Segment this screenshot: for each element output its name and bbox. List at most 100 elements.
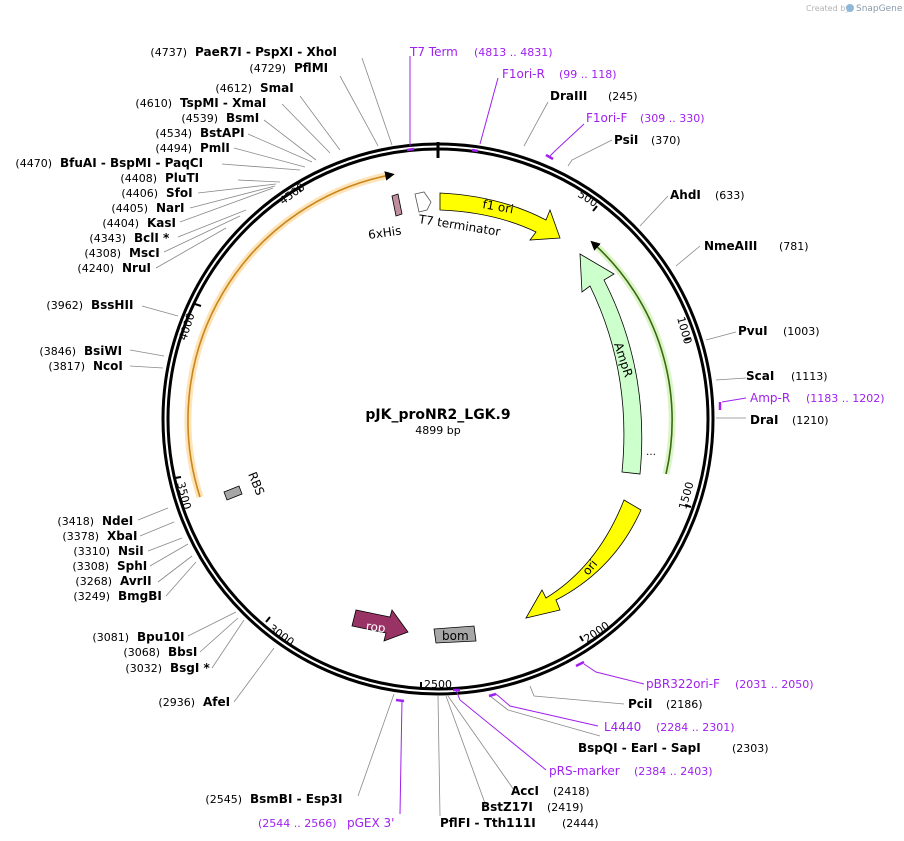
feature-rop[interactable] [351, 609, 409, 642]
enzyme-label-pluti[interactable]: PluTI [165, 171, 199, 185]
enzyme-label-smai[interactable]: SmaI [260, 81, 294, 95]
enzyme-label-bpu10i[interactable]: Bpu10I [137, 630, 184, 644]
enzyme-label-xbai[interactable]: XbaI [107, 529, 137, 543]
enzyme-label-pmli[interactable]: PmlI [200, 141, 230, 155]
feature-ampr-ellipsis: … [646, 447, 656, 458]
orf-arc-orange [187, 171, 395, 498]
tick-4500 [297, 186, 302, 193]
enzyme-label-bbsi[interactable]: BbsI [168, 645, 197, 659]
enzyme-label-avrii[interactable]: AvrII [120, 574, 152, 588]
primer-label-ampr[interactable]: Amp-R [750, 391, 790, 405]
primer-label-prs[interactable]: pRS-marker [549, 764, 620, 778]
enzyme-label-bstz17i[interactable]: BstZ17I [481, 800, 533, 814]
enzyme-label-pvui[interactable]: PvuI [738, 324, 768, 338]
feature-t7-terminator[interactable] [414, 191, 432, 213]
primer-label-l4440[interactable]: L4440 [604, 720, 641, 734]
enzyme-label-bcli[interactable]: BclI * [134, 231, 170, 245]
tick-3500 [174, 476, 182, 479]
primer-leader-ampr [721, 397, 747, 403]
enzyme-label-bsshii[interactable]: BssHII [91, 298, 133, 312]
leader-bfuai [221, 163, 301, 171]
enzyme-pos-paer7i: (4737) [150, 46, 187, 59]
primer-pos-f1orir: (99 .. 118) [559, 68, 617, 81]
enzyme-label-bsmbi[interactable]: BsmBI - Esp3I [250, 792, 342, 806]
enzyme-label-bsgi[interactable]: BsgI * [170, 661, 211, 675]
tick-label-2500: 2500 [424, 678, 452, 691]
tick-1500 [684, 504, 692, 508]
leader-bstz17i [445, 695, 487, 807]
enzyme-label-pflfi[interactable]: PflFI - Tth111I [440, 816, 536, 830]
leader-bpu10i [187, 611, 237, 637]
enzyme-label-afei[interactable]: AfeI [203, 695, 230, 709]
enzyme-label-draiii[interactable]: DraIII [550, 89, 587, 103]
orf-arc-green [590, 240, 673, 475]
primer-label-pgex[interactable]: pGEX 3' [347, 816, 394, 830]
primer-label-f1orir[interactable]: F1ori-R [502, 67, 545, 81]
enzyme-pos-msci: (4308) [84, 247, 121, 260]
enzyme-pos-pcii: (2186) [666, 698, 703, 711]
enzyme-label-acci[interactable]: AccI [511, 784, 539, 798]
enzyme-pos-pvui: (1003) [783, 325, 820, 338]
enzyme-label-sphi[interactable]: SphI [117, 559, 147, 573]
enzyme-labels-right: PflFI - Tth111I (2444) BstZ17I (2419) Ac… [440, 89, 829, 830]
leader-ncoi [129, 365, 164, 369]
tick-4000 [194, 303, 202, 307]
leader-bsiwi [129, 349, 165, 357]
leader-bsshii [141, 305, 179, 317]
primer-label-pbr322[interactable]: pBR322ori-F [646, 677, 720, 691]
enzyme-label-nmeaiii[interactable]: NmeAIII [704, 239, 757, 253]
enzyme-label-ahdi[interactable]: AhdI [670, 188, 701, 202]
enzyme-label-sfoi[interactable]: SfoI [166, 186, 193, 200]
enzyme-pos-nari: (4405) [111, 202, 148, 215]
enzyme-label-paer7i[interactable]: PaeR7I - PspXI - XhoI [195, 45, 337, 59]
enzyme-label-tspmi[interactable]: TspMI - XmaI [180, 96, 266, 110]
enzyme-label-bsmi[interactable]: BsmI [226, 111, 259, 125]
primer-leader-l4440 [495, 693, 599, 727]
enzyme-pos-drai: (1210) [792, 414, 829, 427]
feature-rbs[interactable] [223, 485, 243, 501]
enzyme-label-ncoi[interactable]: NcoI [93, 359, 123, 373]
enzyme-pos-nsii: (3310) [73, 545, 110, 558]
leader-bstapi [247, 133, 313, 163]
primer-marks [395, 147, 722, 703]
enzyme-label-bmgbi[interactable]: BmgBI [118, 589, 162, 603]
primer-label-t7term[interactable]: T7 Term [409, 45, 458, 59]
enzyme-label-ndei[interactable]: NdeI [102, 514, 133, 528]
enzyme-pos-tspmi: (4610) [135, 97, 172, 110]
feature-bom[interactable] [433, 625, 477, 644]
leader-psii [567, 139, 613, 167]
enzyme-label-bstapi[interactable]: BstAPI [200, 126, 245, 140]
feature-ampr[interactable] [579, 253, 643, 475]
feature-label-rbs: RBS [245, 470, 267, 497]
enzyme-label-pcii[interactable]: PciI [628, 697, 653, 711]
feature-6xhis[interactable] [391, 193, 403, 217]
enzyme-pos-nrui: (4240) [77, 262, 114, 275]
leader-bsmbi [357, 693, 395, 797]
leader-sphi [149, 543, 189, 567]
enzyme-label-nrui[interactable]: NruI [122, 261, 151, 275]
enzyme-label-drai[interactable]: DraI [750, 413, 778, 427]
enzyme-pos-bstz17i: (2419) [547, 801, 584, 814]
primer-pos-pbr322: (2031 .. 2050) [735, 678, 814, 691]
feature-f1-ori[interactable] [439, 192, 561, 241]
enzyme-label-bfuai[interactable]: BfuAI - BspMI - PaqCI [60, 156, 203, 170]
primer-leader-prs [455, 689, 547, 771]
enzyme-pos-nmeaiii: (781) [779, 240, 809, 253]
enzyme-label-scai[interactable]: ScaI [746, 369, 774, 383]
enzyme-label-kasi[interactable]: KasI [147, 216, 176, 230]
leader-bbsi [199, 617, 239, 653]
enzyme-label-psii[interactable]: PsiI [614, 133, 638, 147]
enzyme-label-pflmi[interactable]: PflMI [294, 61, 328, 75]
enzyme-pos-bbsi: (3068) [123, 646, 160, 659]
primer-label-f1orif[interactable]: F1ori-F [586, 111, 627, 125]
enzyme-label-msci[interactable]: MscI [129, 246, 160, 260]
primer-pos-t7term: (4813 .. 4831) [474, 46, 553, 59]
enzyme-label-bspqi[interactable]: BspQI - EarI - SapI [578, 741, 701, 755]
feature-ori[interactable] [525, 499, 642, 619]
enzyme-label-nsii[interactable]: NsiI [118, 544, 144, 558]
enzyme-pos-afei: (2936) [158, 696, 195, 709]
enzyme-label-bsiwi[interactable]: BsiWI [84, 344, 122, 358]
primer-mark-pgex [395, 698, 405, 703]
enzyme-label-nari[interactable]: NarI [156, 201, 185, 215]
